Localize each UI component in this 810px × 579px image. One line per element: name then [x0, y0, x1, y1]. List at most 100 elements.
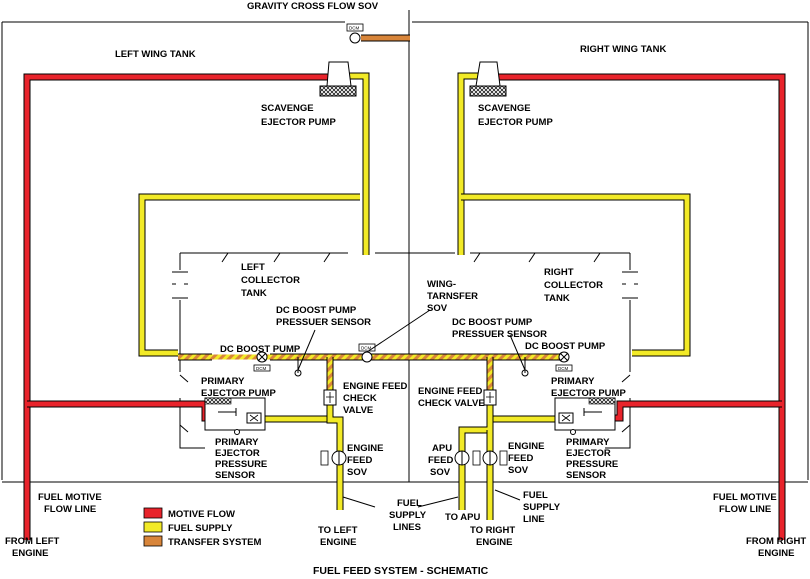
- svg-text:LEFT WING TANK: LEFT WING TANK: [115, 49, 196, 60]
- legend-label-transfer: TRANSFER SYSTEM: [168, 537, 262, 548]
- svg-text:PRESSUER SENSOR: PRESSUER SENSOR: [276, 317, 371, 328]
- svg-text:FROM RIGHT: FROM RIGHT: [746, 536, 806, 547]
- svg-text:ENGINE: ENGINE: [758, 548, 794, 559]
- svg-text:DCM: DCM: [361, 346, 371, 351]
- svg-text:PRESSURE: PRESSURE: [215, 459, 267, 470]
- svg-text:ENGINE: ENGINE: [320, 537, 356, 548]
- dc-boost-pump-right-icon: DCM: [555, 351, 573, 372]
- primary-ejector-pump-left-icon: [204, 397, 266, 435]
- svg-text:CHECK: CHECK: [343, 393, 377, 404]
- svg-text:PRIMARY: PRIMARY: [201, 376, 245, 387]
- engine-feed-sov-left-icon: [320, 450, 347, 466]
- svg-text:TANK: TANK: [241, 288, 267, 299]
- svg-text:SOV: SOV: [347, 467, 368, 478]
- svg-text:FLOW LINE: FLOW LINE: [44, 504, 96, 515]
- svg-text:SENSOR: SENSOR: [566, 470, 606, 481]
- wing-transfer-sov-icon: DCM: [358, 309, 431, 363]
- gravity-crossflow-sov-icon: DCM: [346, 23, 364, 44]
- svg-text:RIGHT WING TANK: RIGHT WING TANK: [580, 44, 667, 55]
- svg-text:FUEL MOTIVE: FUEL MOTIVE: [38, 492, 102, 503]
- svg-text:CHECK VALVE: CHECK VALVE: [418, 398, 485, 409]
- pressure-sensor-left-icon: [294, 329, 316, 377]
- page-title: FUEL FEED SYSTEM - SCHEMATIC: [313, 565, 489, 577]
- svg-text:EJECTOR PUMP: EJECTOR PUMP: [261, 117, 336, 128]
- svg-text:PRESSURE: PRESSURE: [566, 459, 618, 470]
- svg-text:DCM: DCM: [558, 366, 568, 371]
- svg-text:ENGINE: ENGINE: [347, 443, 383, 454]
- svg-text:LINES: LINES: [393, 522, 421, 533]
- legend-swatch-transfer: [143, 535, 163, 547]
- svg-text:COLLECTOR: COLLECTOR: [241, 275, 300, 286]
- svg-text:EJECTOR: EJECTOR: [215, 448, 260, 459]
- apu-feed-sov-icon: [454, 450, 481, 466]
- svg-text:SENSOR: SENSOR: [215, 470, 255, 481]
- primary-ejector-pump-right-icon: [554, 397, 616, 435]
- svg-text:SUPPLY: SUPPLY: [523, 502, 561, 513]
- legend-label-supply: FUEL SUPPLY: [168, 523, 233, 534]
- svg-text:TARNSFER: TARNSFER: [427, 291, 478, 302]
- svg-text:RIGHT: RIGHT: [544, 267, 574, 278]
- tank-walls: [1, 10, 809, 483]
- fuel-supply-lines: [138, 72, 691, 520]
- legend-swatch-supply: [143, 521, 163, 533]
- check-valve-right-icon: [483, 389, 497, 406]
- legend-swatch-motive: [143, 507, 163, 519]
- svg-text:ENGINE: ENGINE: [476, 537, 512, 548]
- svg-text:PRIMARY: PRIMARY: [215, 437, 259, 448]
- svg-text:SUPPLY: SUPPLY: [389, 510, 427, 521]
- svg-text:EJECTOR PUMP: EJECTOR PUMP: [201, 388, 276, 399]
- svg-text:DCM: DCM: [256, 366, 266, 371]
- svg-text:EJECTOR PUMP: EJECTOR PUMP: [478, 117, 553, 128]
- svg-text:DC BOOST PUMP: DC BOOST PUMP: [452, 317, 533, 328]
- legend: MOTIVE FLOW FUEL SUPPLY TRANSFER SYSTEM: [143, 507, 262, 548]
- svg-text:GRAVITY CROSS FLOW SOV: GRAVITY CROSS FLOW SOV: [247, 1, 379, 12]
- svg-text:APU: APU: [432, 443, 452, 454]
- scavenge-pump-left-icon: [319, 61, 357, 97]
- svg-text:DC BOOST PUMP: DC BOOST PUMP: [276, 305, 357, 316]
- svg-text:FROM LEFT: FROM LEFT: [5, 536, 60, 547]
- leader-lines: [342, 489, 521, 508]
- scavenge-pump-right-icon: [469, 61, 507, 97]
- svg-text:COLLECTOR: COLLECTOR: [544, 280, 603, 291]
- svg-text:SOV: SOV: [508, 465, 529, 476]
- svg-text:DC BOOST PUMP: DC BOOST PUMP: [220, 344, 301, 355]
- svg-text:ENGINE: ENGINE: [508, 441, 544, 452]
- svg-text:LINE: LINE: [523, 514, 545, 525]
- svg-text:SOV: SOV: [430, 467, 451, 478]
- svg-text:FUEL MOTIVE: FUEL MOTIVE: [713, 492, 777, 503]
- svg-text:PRESSUER SENSOR: PRESSUER SENSOR: [452, 329, 547, 340]
- labels: GRAVITY CROSS FLOW SOV LEFT WING TANK RI…: [5, 1, 806, 577]
- svg-text:TO APU: TO APU: [445, 512, 481, 523]
- dc-boost-pump-left-icon: DCM: [253, 351, 271, 372]
- svg-text:FEED: FEED: [347, 455, 372, 466]
- svg-text:TANK: TANK: [544, 293, 570, 304]
- svg-text:LEFT: LEFT: [241, 262, 265, 273]
- svg-text:FLOW LINE: FLOW LINE: [719, 504, 771, 515]
- svg-text:DC BOOST PUMP: DC BOOST PUMP: [525, 341, 606, 352]
- svg-text:PRIMARY: PRIMARY: [551, 376, 595, 387]
- svg-text:PRIMARY: PRIMARY: [566, 437, 610, 448]
- svg-text:TO RIGHT: TO RIGHT: [470, 525, 515, 536]
- collector-tank-walls: [172, 252, 638, 449]
- legend-label-motive: MOTIVE FLOW: [168, 509, 235, 520]
- svg-text:TO LEFT: TO LEFT: [318, 525, 358, 536]
- svg-text:ENGINE FEED: ENGINE FEED: [418, 386, 483, 397]
- svg-text:DCM: DCM: [349, 26, 359, 31]
- svg-text:WING-: WING-: [427, 279, 456, 290]
- svg-text:EJECTOR: EJECTOR: [566, 448, 611, 459]
- svg-text:SOV: SOV: [427, 303, 448, 314]
- svg-text:ENGINE: ENGINE: [12, 548, 48, 559]
- svg-text:VALVE: VALVE: [343, 405, 373, 416]
- svg-text:SCAVENGE: SCAVENGE: [261, 103, 314, 114]
- svg-text:ENGINE FEED: ENGINE FEED: [343, 381, 408, 392]
- pressure-sensor-right-icon: [509, 334, 529, 377]
- svg-text:FUEL: FUEL: [523, 490, 548, 501]
- svg-text:FEED: FEED: [508, 453, 533, 464]
- svg-text:EJECTOR PUMP: EJECTOR PUMP: [551, 388, 626, 399]
- check-valve-left-icon: [323, 389, 337, 406]
- svg-text:FUEL: FUEL: [397, 498, 422, 509]
- svg-text:SCAVENGE: SCAVENGE: [478, 103, 531, 114]
- engine-feed-sov-right-icon: [482, 450, 508, 466]
- svg-text:FEED: FEED: [428, 455, 453, 466]
